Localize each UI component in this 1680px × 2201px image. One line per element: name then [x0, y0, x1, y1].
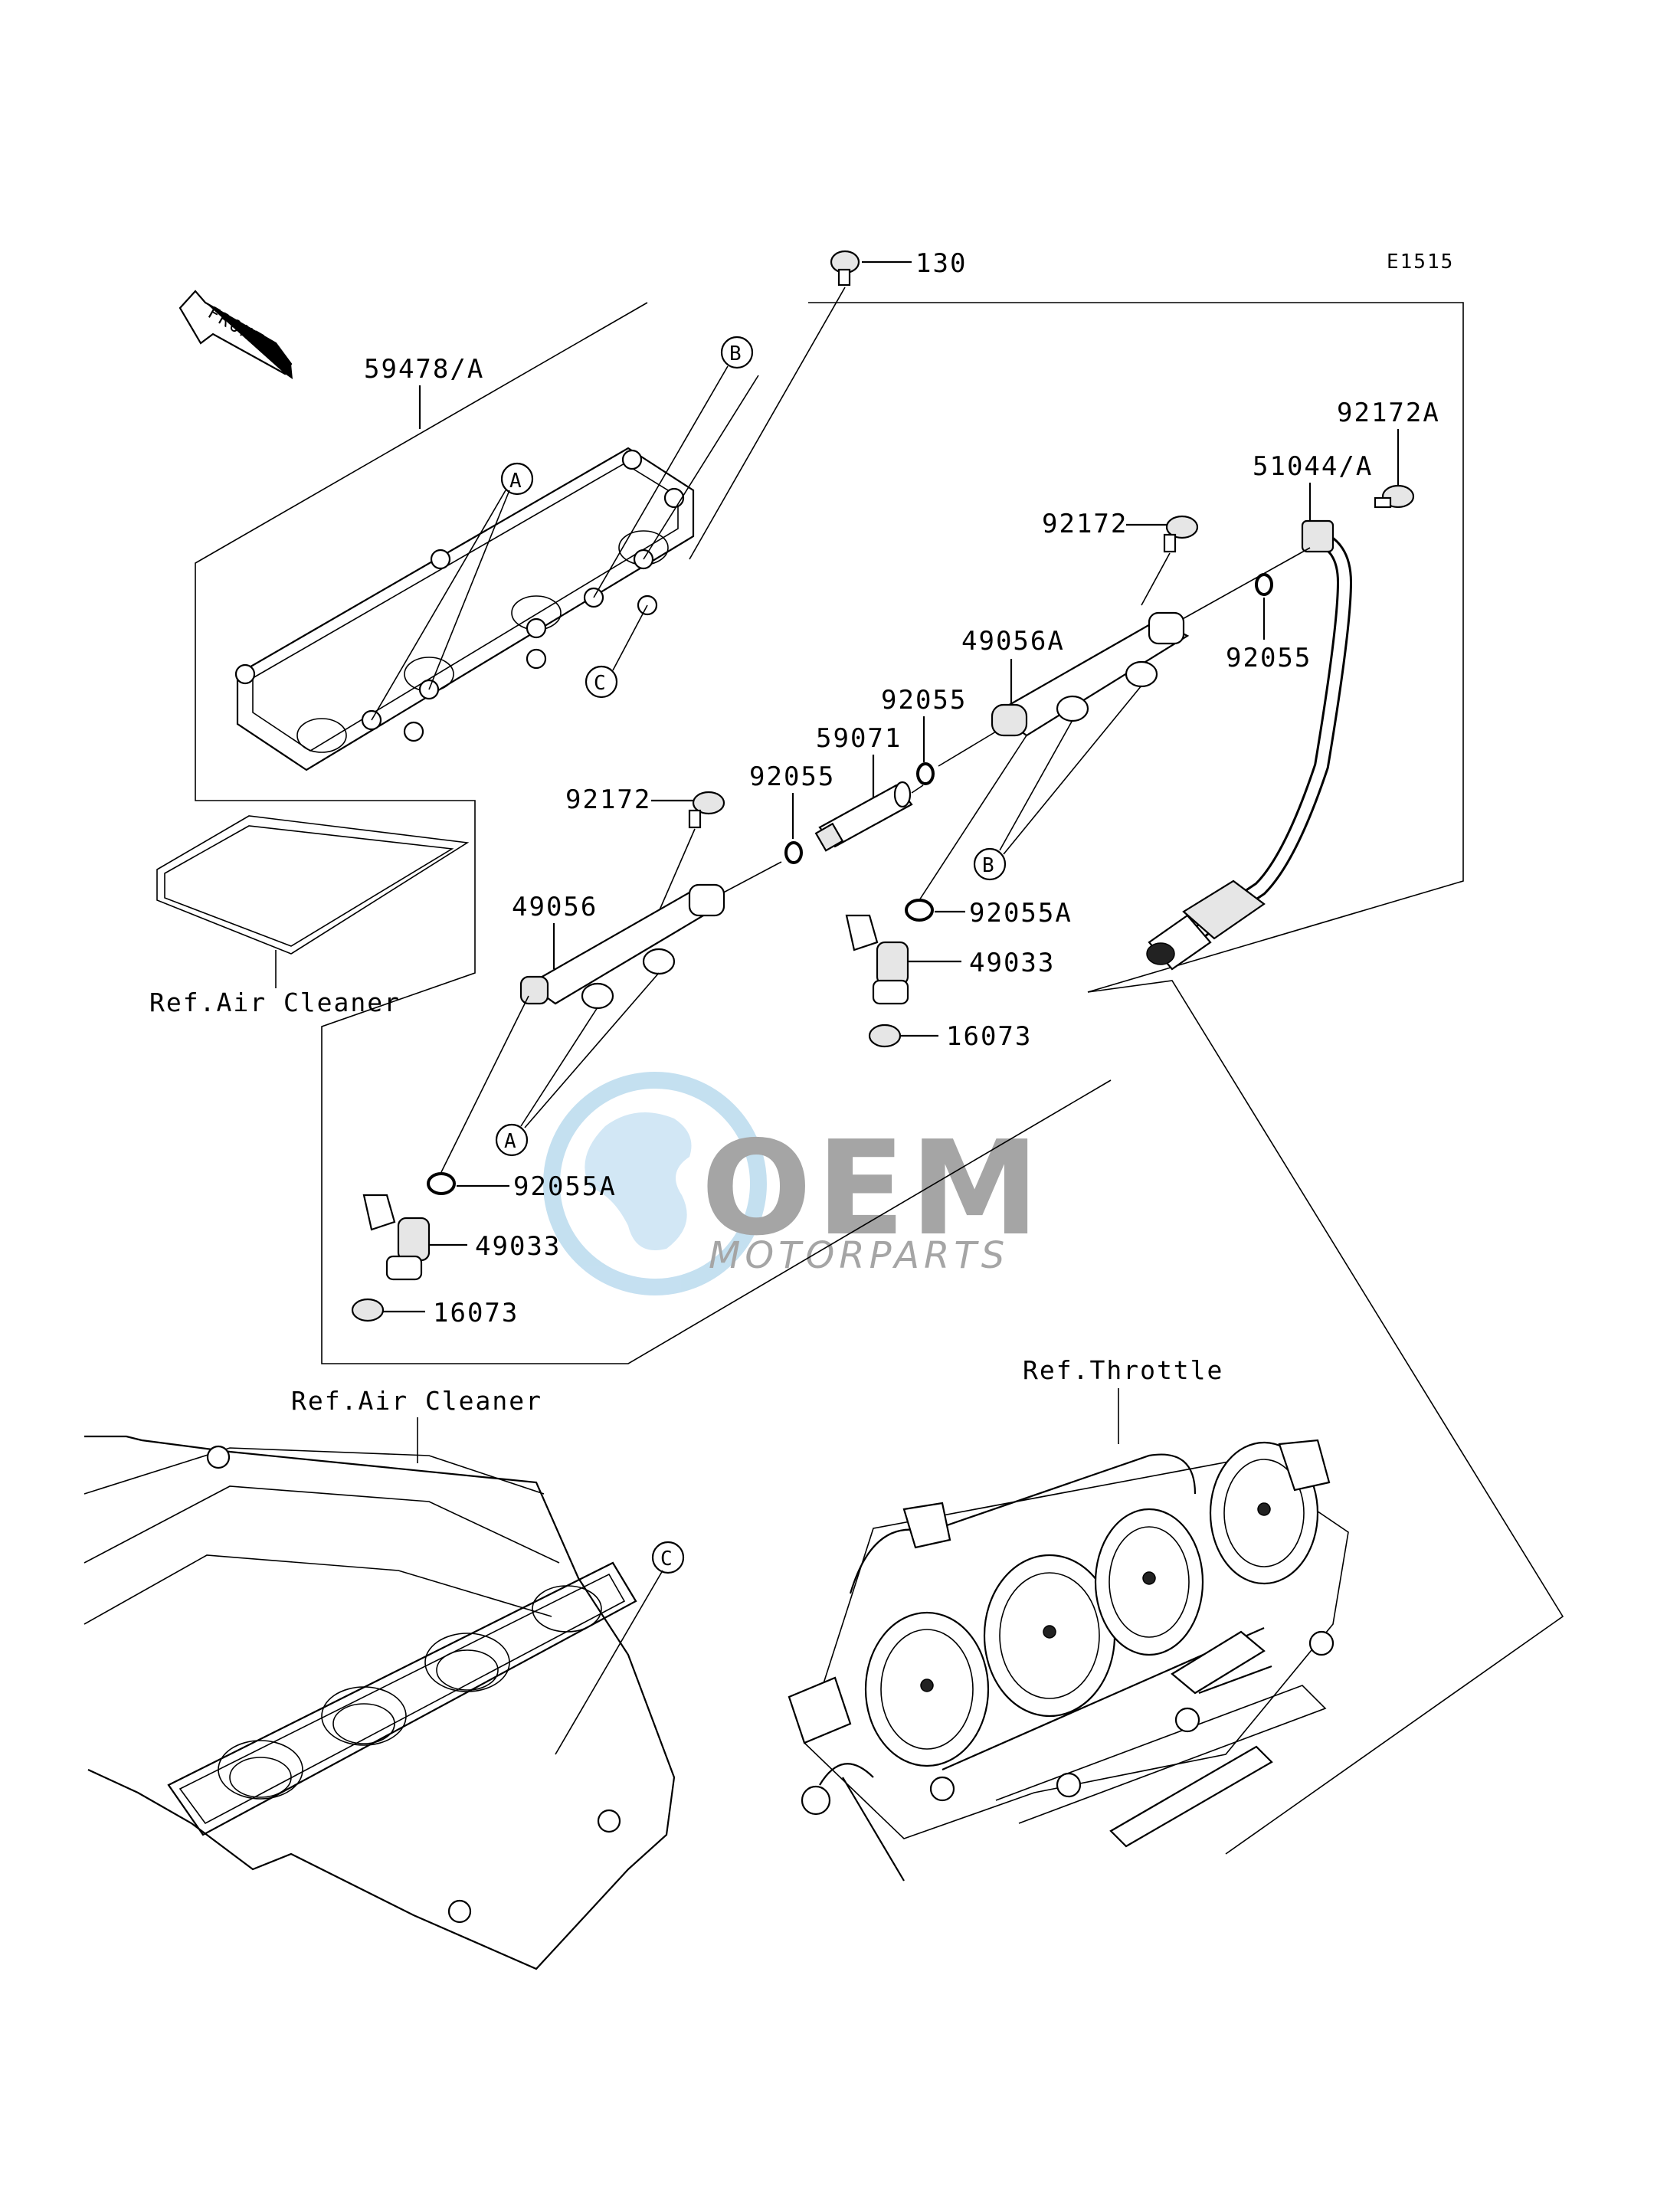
diagram-code: E1515: [1387, 251, 1454, 273]
ref-throttle: Ref.Throttle: [1023, 1355, 1223, 1385]
label-oring-joint-right: 92055: [881, 685, 967, 716]
label-screw-left: 92172: [565, 784, 651, 815]
callout-c1-letter: C: [594, 672, 606, 695]
injector-49033-right: [845, 914, 961, 1005]
label-injector-left: 49033: [475, 1231, 561, 1262]
callout-c2: [555, 1541, 685, 1755]
label-seal-right: 16073: [946, 1021, 1032, 1052]
callout-b1: [593, 336, 759, 598]
label-screw-mid: 92172: [1042, 509, 1128, 539]
oring-92055a-right: [905, 735, 1027, 922]
fuel-rail-49056a: [991, 611, 1190, 737]
ref-air-cleaner-lower: Ref.Air Cleaner: [291, 1386, 542, 1416]
globe-icon: [543, 1072, 767, 1295]
watermark: OEM MOTORPARTS: [543, 1072, 1044, 1295]
label-rail-right: 49056A: [961, 626, 1065, 657]
callout-a2: [495, 972, 660, 1157]
watermark-tagline: MOTORPARTS: [709, 1234, 1009, 1277]
callout-b1-letter: B: [729, 342, 742, 365]
callout-b2: [973, 685, 1142, 881]
front-arrow-icon: FRONT: [178, 290, 293, 379]
label-oring-inj-right: 92055A: [969, 898, 1073, 929]
injector-49033-left: [362, 1194, 467, 1281]
joint-pipe-59071: [814, 781, 913, 852]
throttle-body: [788, 1439, 1349, 1882]
callout-b2-letter: B: [982, 854, 994, 877]
label-oring-joint-left: 92055: [749, 762, 835, 792]
label-hose: 51044/A: [1253, 451, 1373, 482]
label-oring-right: 92055: [1226, 643, 1312, 673]
callout-a1-letter: A: [509, 470, 522, 493]
label-seal-left: 16073: [433, 1298, 519, 1328]
callout-c1: [585, 604, 648, 699]
callout-a1: [371, 462, 534, 721]
assembly-boundary-right: [808, 302, 1464, 993]
oring-92055-joint-left: [784, 841, 803, 864]
assembly-boundary-left: [195, 302, 1112, 1364]
air-cleaner-housing: [84, 1435, 676, 1970]
screw-92172-mid: [1141, 515, 1199, 606]
throttle-boundary: [1087, 980, 1564, 1855]
screw-92172-left: [658, 791, 725, 912]
hose-51044: [1146, 519, 1353, 971]
ref-air-cleaner-upper: Ref.Air Cleaner: [149, 988, 401, 1017]
oring-92055-joint-right: [916, 762, 935, 785]
label-oring-inj-left: 92055A: [513, 1171, 617, 1202]
oring-92055a-left: [427, 995, 529, 1195]
label-injector-right: 49033: [969, 948, 1055, 978]
screw-92172a: [1374, 484, 1415, 509]
label-joint-pipe: 59071: [816, 723, 902, 754]
callout-c2-letter: C: [660, 1548, 673, 1571]
label-screw-92172a: 92172A: [1337, 398, 1440, 428]
bolt-130: [689, 250, 912, 560]
air-cleaner-gasket: [156, 815, 470, 988]
seal-16073-right: [868, 1024, 938, 1048]
oring-92055-right: [1179, 547, 1311, 640]
watermark-brand: OEM: [701, 1113, 1044, 1265]
label-bolt-130: 130: [915, 248, 967, 279]
callout-a2-letter: A: [504, 1130, 516, 1153]
label-rail-left: 49056: [512, 892, 598, 922]
seal-16073-left: [351, 1298, 425, 1322]
cover-59478: [234, 447, 695, 771]
label-cover: 59478/A: [364, 354, 484, 385]
